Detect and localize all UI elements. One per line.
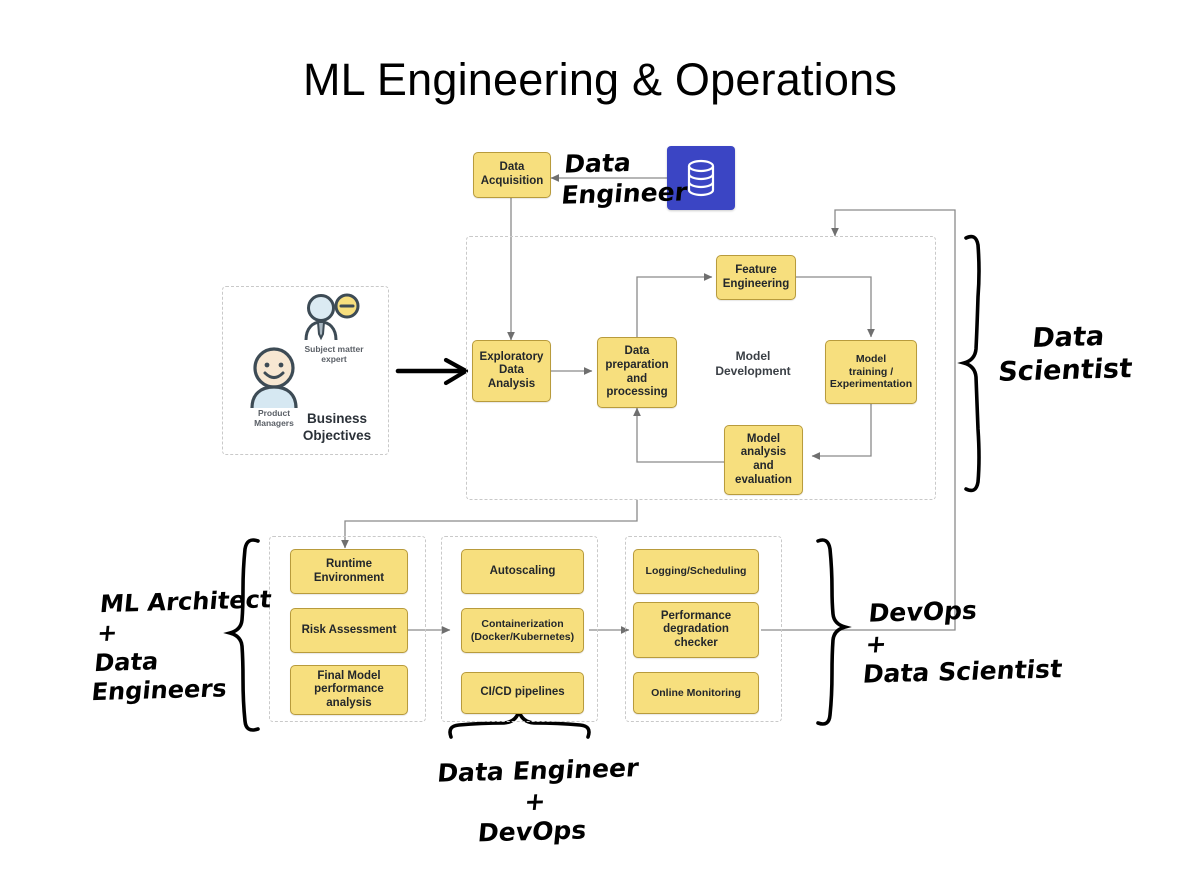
box-label: Autoscaling <box>489 564 556 577</box>
annotation-data-engineer-top: Data Engineer <box>560 147 689 210</box>
box-autoscaling[interactable]: Autoscaling <box>461 549 584 594</box>
subject-matter-expert-caption: Subject matter expert <box>304 344 364 365</box>
box-label: Model training / Experimentation <box>829 353 913 391</box>
annotation-devops-data-scientist: DevOps + Data Scientist <box>861 595 1064 689</box>
box-cicd-pipelines[interactable]: CI/CD pipelines <box>461 672 584 714</box>
deployment-container-3 <box>625 536 782 722</box>
model-development-label: Model Development <box>715 349 791 378</box>
annotation-data-scientist-right: Data Scientist <box>996 321 1134 388</box>
box-label: CI/CD pipelines <box>480 686 565 699</box>
annotation-data-engineer-devops: Data Engineer + DevOps <box>436 753 640 848</box>
database-icon <box>667 146 735 210</box>
box-label: Online Monitoring <box>651 686 741 699</box>
annotation-ml-architect-left: ML Architect + Data Engineers <box>90 585 273 706</box>
box-label: Runtime Environment <box>313 557 385 584</box>
box-online-monitoring[interactable]: Online Monitoring <box>633 672 759 714</box>
box-containerization[interactable]: Containerization (Docker/Kubernetes) <box>461 608 584 653</box>
box-risk-assessment[interactable]: Risk Assessment <box>290 608 408 653</box>
box-logging-scheduling[interactable]: Logging/Scheduling <box>633 549 759 594</box>
box-performance-degradation-checker[interactable]: Performance degradation checker <box>633 602 759 658</box>
model-development-container <box>466 236 936 500</box>
product-managers-icon <box>243 346 305 409</box>
box-model-analysis-evaluation[interactable]: Model analysis and evaluation <box>724 425 803 495</box>
box-exploratory-data-analysis[interactable]: Exploratory Data Analysis <box>472 340 551 402</box>
box-label: Data preparation and processing <box>605 345 669 399</box>
box-label: Model analysis and evaluation <box>735 432 792 486</box>
business-objectives-label: Business Objectives <box>302 411 372 443</box>
product-managers-caption: Product Managers <box>254 408 294 429</box>
box-label: Feature Engineering <box>722 263 790 290</box>
business-to-pipeline-arrow <box>395 357 469 386</box>
box-final-model-performance-analysis[interactable]: Final Model performance analysis <box>290 665 408 715</box>
page-title: ML Engineering & Operations <box>302 54 898 105</box>
box-feature-engineering[interactable]: Feature Engineering <box>716 255 796 300</box>
box-data-acquisition[interactable]: Data Acquisition <box>473 152 551 198</box>
brace-devops <box>816 538 852 726</box>
subject-matter-expert-icon <box>298 292 360 344</box>
box-data-preparation[interactable]: Data preparation and processing <box>597 337 677 408</box>
box-label: Data Acquisition <box>480 161 544 187</box>
brace-data-scientist <box>957 234 981 493</box>
box-model-training[interactable]: Model training / Experimentation <box>825 340 917 404</box>
deployment-container-1 <box>269 536 426 722</box>
deployment-container-2 <box>441 536 598 722</box>
box-label: Final Model performance analysis <box>314 669 384 709</box>
box-label: Exploratory Data Analysis <box>479 350 544 390</box>
box-label: Risk Assessment <box>301 623 397 636</box>
box-label: Performance degradation checker <box>660 609 732 649</box>
box-runtime-environment[interactable]: Runtime Environment <box>290 549 408 594</box>
business-objectives-container <box>222 286 389 455</box>
box-label: Containerization (Docker/Kubernetes) <box>470 618 575 643</box>
box-label: Logging/Scheduling <box>645 565 747 578</box>
